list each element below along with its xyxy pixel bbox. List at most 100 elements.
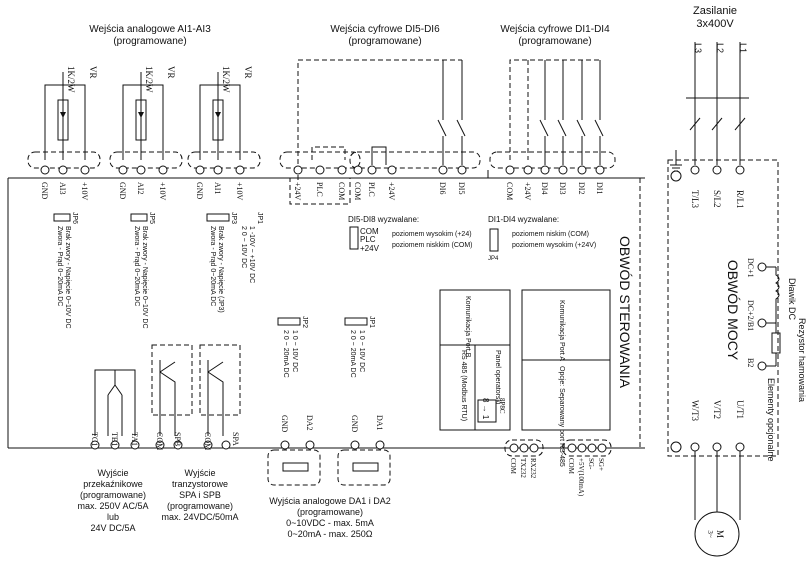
optional-elements-label: Elementy opcjonalne [766, 378, 776, 462]
ut1-label: U/T1 [735, 400, 745, 419]
di56-term-di6: DI6 [438, 182, 447, 194]
di58-level-high: poziomem wysokim (+24) [392, 231, 472, 238]
relay-output-wiring [90, 369, 140, 450]
ai-term-10v-1: +10V [80, 182, 89, 201]
tr-line-5: max. 24VDC/50mA [161, 512, 238, 522]
relay-line-5: lub [107, 512, 119, 522]
pe-terminal-top [670, 170, 682, 182]
di14-term-24v: +24V [523, 182, 532, 201]
jumper-jp6 [53, 213, 71, 222]
jumper-jp2 [277, 317, 301, 326]
rs232-com: COM [509, 458, 517, 475]
choke-icon [766, 266, 780, 324]
terminal-ut1 [735, 442, 745, 452]
di14-title: Wejścia cyfrowe DI1-DI4 [500, 24, 610, 35]
di56-terminals [293, 165, 467, 175]
jp5-id: JP5 [148, 212, 155, 224]
jp3-line2: Zwora - Prąd 0~20mA DC [209, 226, 216, 306]
pot3-value: 1K/2W [221, 66, 231, 93]
jp2-id: JP2 [301, 316, 308, 328]
pot1-vr: VR [88, 66, 98, 79]
terminal-wt3 [690, 442, 700, 452]
jp1-ao-opt2: 2 0 ~ 20mA DC [349, 330, 356, 378]
rs485-com: COM [567, 458, 575, 475]
jp6-line1: Brak zwory - Napięcie 0~10V DC [64, 226, 71, 329]
relay-output-text: Wyjście przekaźnikowe (programowane) max… [77, 468, 148, 533]
ai-term-ai2: AI2 [136, 182, 145, 194]
terminal-tl3 [690, 165, 700, 175]
rj45-port-icon [477, 399, 497, 423]
ao-gnd-1: GND [280, 415, 289, 433]
jp1-ai-opt1: 1 -10V ~ +10V DC [248, 226, 255, 283]
di56-wiring [279, 59, 481, 180]
ai-term-gnd-2: GND [118, 182, 127, 200]
jp5-line2: Zwora - Prąd 0~20mA DC [133, 226, 140, 306]
tr-spb: SPB [173, 432, 182, 446]
ai-terminal-row [27, 151, 261, 175]
resistor-label: Rezystor hamowania [797, 318, 807, 402]
wt3-label: W/T3 [690, 400, 700, 421]
rs232-tx: TX232 [519, 458, 527, 478]
comm-b-pins: 8 → 1 [481, 398, 490, 420]
relay-line-2: przekaźnikowe [83, 479, 143, 489]
relay-line-1: Wyjście [98, 468, 129, 478]
di14-term-di3: DI3 [558, 182, 567, 194]
di14-jumper-id: JP4 [488, 256, 499, 262]
ao-line-4: 0~20mA - max. 250Ω [287, 529, 372, 539]
rs485-5v: +5V(100mA) [577, 458, 585, 497]
di14-term-com: COM [505, 182, 514, 200]
jp2-opt2: 2 0 ~ 20mA DC [282, 330, 289, 378]
ao-da2: DA2 [305, 415, 314, 431]
di14-level-high: poziomem wysokim (+24V) [512, 242, 596, 249]
b2-label: B2 [746, 358, 755, 367]
di14-term-di4: DI4 [540, 182, 549, 194]
ai-term-10v-3: +10V [235, 182, 244, 201]
pot2-vr: VR [166, 66, 176, 79]
motor-wires [694, 451, 741, 520]
relay-line-4: max. 250V AC/5A [77, 501, 148, 511]
jp3-line1: Brak zwory - Napięcie (JP3) [217, 226, 224, 313]
di58-pin-plc: PLC [360, 235, 376, 244]
rs232-rx: RX232 [529, 458, 537, 479]
pot3-vr: VR [243, 66, 253, 79]
comm-b-panel: Panel operatorski [494, 350, 501, 405]
dc2-label: DC+2/B1 [746, 300, 755, 331]
di56-term-plc-b: PLC [367, 182, 376, 197]
plc-jumper-box [289, 177, 351, 205]
comm-b-rs485: RS 485 (Modbus RTU) [460, 350, 467, 421]
control-section-label: OBWÓD STEROWANIA [617, 236, 633, 389]
terminal-vt2 [712, 442, 722, 452]
jumper-jp3 [206, 213, 230, 222]
choke-label: Dławik DC [787, 278, 797, 321]
transistor-output-text: Wyjście tranzystorowe SPA i SPB (program… [161, 468, 238, 522]
relay-line-3: (programowane) [80, 490, 146, 500]
line-l1-label: L1 [738, 43, 748, 53]
analog-output-text: Wyjścia analogowe DA1 i DA2 (programowan… [269, 496, 390, 539]
rl1-label: R/L1 [735, 190, 745, 209]
ai-term-gnd-1: GND [40, 182, 49, 200]
power-section-label: OBWÓD MOCY [725, 260, 741, 361]
analog-output-wiring [267, 440, 391, 486]
jp5-line1: Brak zwory - Napięcie 0~10V DC [141, 226, 148, 329]
dc1-label: DC+1 [746, 258, 755, 278]
di58-pin-24v: +24V [360, 244, 380, 253]
di14-wiring [489, 59, 616, 169]
tr-line-1: Wyjście [185, 468, 216, 478]
di14-trigger-title: DI1-DI4 wyzwalane: [488, 215, 559, 224]
relay-ta1: TA1 [130, 432, 139, 446]
terminal-b2 [757, 361, 767, 371]
analog-inputs-subtitle: (programowane) [113, 36, 186, 47]
vt2-label: V/T2 [712, 400, 722, 419]
di56-term-24v-b: +24V [387, 182, 396, 201]
line-l3-label: L3 [693, 43, 703, 53]
ao-line-2: (programowane) [297, 507, 363, 517]
ai-term-ai1: AI1 [213, 182, 222, 194]
rs485-sgm: SG- [587, 458, 595, 470]
jp1-ao-opt1: 1 0 ~ 10V DC [358, 330, 365, 372]
motor-label: M [715, 530, 725, 538]
tr-line-4: (programowane) [167, 501, 233, 511]
resistor-icon [766, 322, 781, 367]
comm-b-title: Komunikacja Port B [464, 296, 471, 358]
pot1-value: 1K/2W [66, 66, 76, 93]
